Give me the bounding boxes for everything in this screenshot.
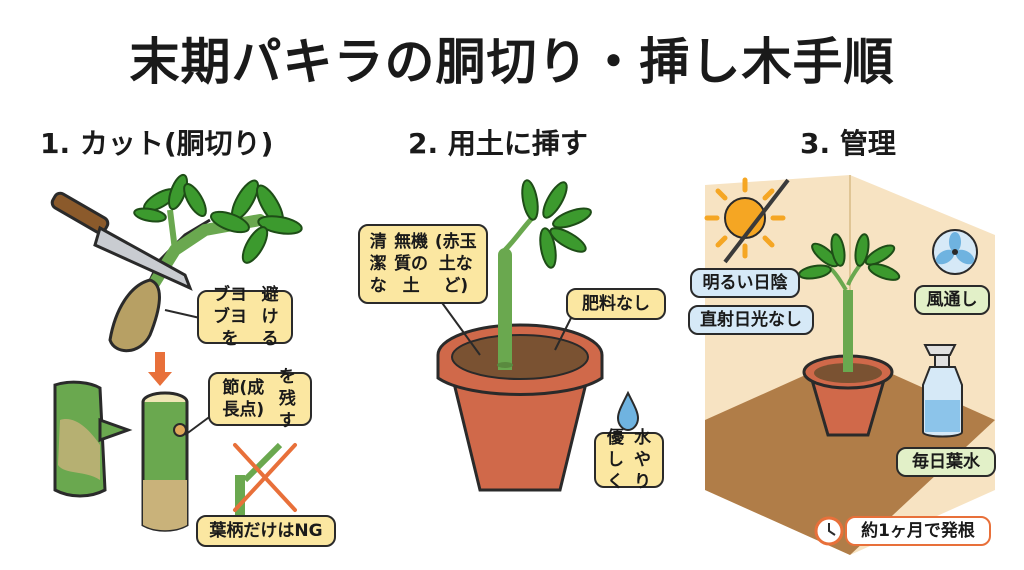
page-title: 末期パキラの胴切り・挿し木手順	[129, 33, 895, 91]
gentle-watering-label: 優しく水やり	[594, 428, 664, 492]
avoid-mushy-label: ブヨブヨを避ける	[197, 285, 293, 349]
section-heading-insert: 2. 用土に挿す	[408, 127, 588, 160]
keep-node-label: 節(成長点)を残す	[208, 367, 312, 431]
no-direct-sun-label: 直射日光なし	[688, 305, 814, 335]
fan-icon	[932, 229, 978, 275]
cut-stem-illustration	[53, 380, 189, 532]
spray-bottle-icon	[922, 344, 963, 438]
water-drop-icon	[616, 390, 640, 432]
sun-crossed-icon	[704, 177, 790, 264]
section-heading-cut: 1. カット(胴切り)	[40, 127, 274, 160]
section-heading-care: 3. 管理	[800, 127, 896, 160]
petiole-ng-label: 葉柄だけはNG	[196, 515, 336, 547]
daily-misting-label: 毎日葉水	[896, 447, 996, 477]
knife-illustration	[50, 191, 193, 291]
down-arrow-icon	[148, 352, 172, 386]
bright-shade-label: 明るい日陰	[690, 268, 800, 298]
clock-icon	[814, 516, 844, 546]
no-fertilizer-label: 肥料なし	[566, 288, 666, 320]
soil-label: 清潔な無機質の土(赤玉土など)	[358, 224, 488, 304]
ventilation-label: 風通し	[914, 285, 990, 315]
rooting-time-label: 約1ヶ月で発根	[845, 516, 991, 546]
potted-cutting-illustration	[436, 179, 604, 492]
